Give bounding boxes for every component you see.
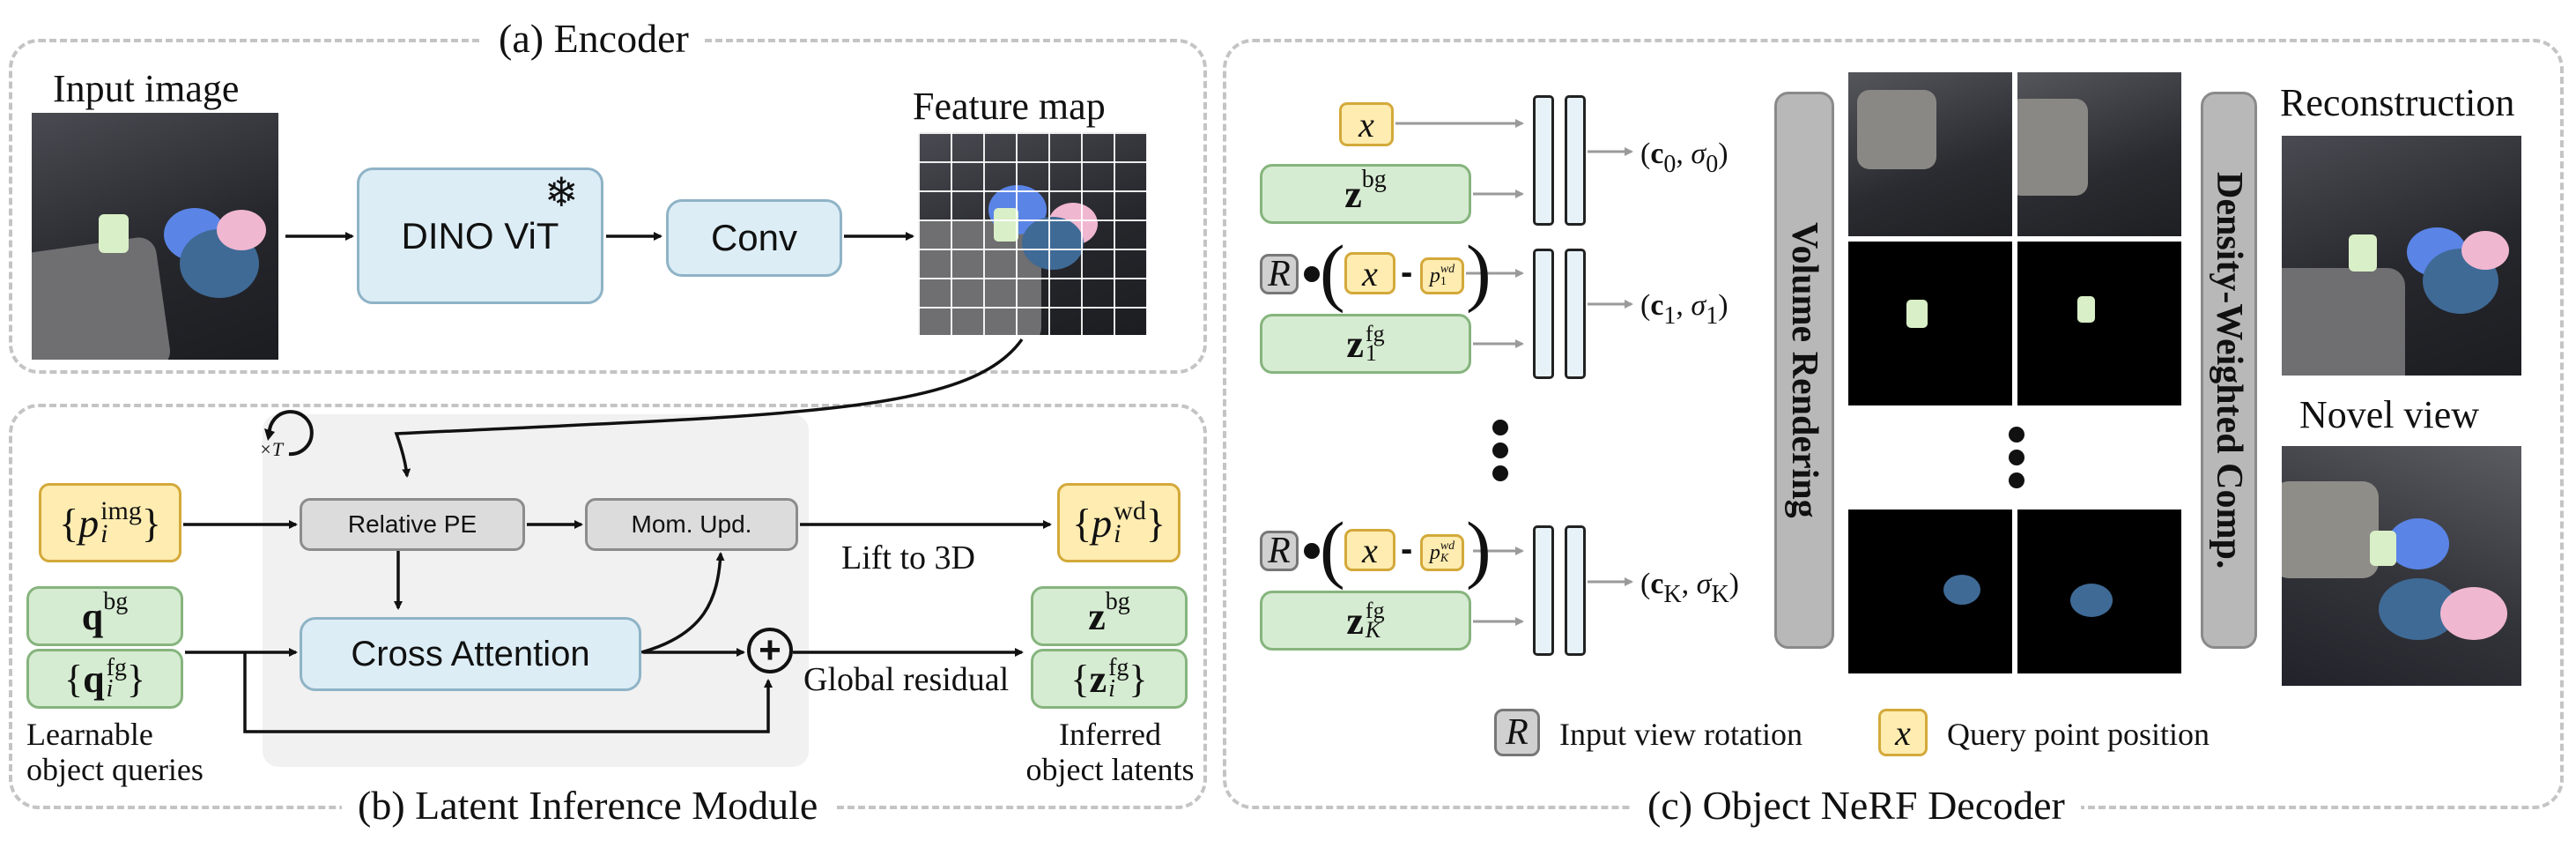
mlp-layer-row0-b xyxy=(1565,95,1586,226)
query-point-x-row0: x xyxy=(1339,102,1394,146)
relative-pe-label: Relative PE xyxy=(347,510,477,538)
volume-rendering-label: Volume Rendering xyxy=(1784,222,1825,518)
render-objK-view1 xyxy=(1848,510,2012,673)
mlp-layer-row1-b xyxy=(1565,249,1586,379)
density-comp-label: Density-Weighted Comp. xyxy=(2209,171,2249,569)
rotation-r-row1: R xyxy=(1260,254,1299,294)
render-bg-view1 xyxy=(1848,72,2012,236)
cross-attention-block: Cross Attention xyxy=(300,617,641,691)
lift-to-3d-label: Lift to 3D xyxy=(841,539,975,576)
render-bg-view2 xyxy=(2017,72,2181,236)
momentum-update-block: Mom. Upd. xyxy=(585,498,798,551)
grid-ellipsis-dot-2 xyxy=(2009,450,2025,465)
volume-rendering-bar xyxy=(1774,92,1834,649)
legend-r-symbol: R xyxy=(1494,709,1540,756)
close-paren-rowK: ) xyxy=(1466,506,1492,591)
dino-vit-label: DINO ViT xyxy=(401,214,559,257)
reconstruction-label: Reconstruction xyxy=(2280,81,2515,124)
legend-x-text: Query point position xyxy=(1947,717,2210,752)
query-point-x-rowK: x xyxy=(1344,529,1395,571)
legend-x-symbol: x xyxy=(1878,709,1928,756)
legend-r-text: Input view rotation xyxy=(1559,717,1802,752)
decoder-panel-title: (c) Object NeRF Decoder xyxy=(1632,783,2081,829)
learnable-queries-caption-1: Learnable xyxy=(26,717,153,752)
inferred-latents-caption-2: object latents xyxy=(1025,752,1195,787)
ellipsis-dot-2 xyxy=(1492,443,1508,458)
minus-sign-rowK: - xyxy=(1401,530,1413,569)
minus-sign-row1: - xyxy=(1401,253,1413,292)
ellipsis-dot-3 xyxy=(1492,465,1508,481)
output-c1-sigma1: (c1, σ1) xyxy=(1640,289,1728,330)
mlp-layer-row1-a xyxy=(1533,249,1554,379)
feature-map-image xyxy=(918,132,1147,335)
mlp-layer-rowK-a xyxy=(1533,525,1554,656)
multiply-dot-row1 xyxy=(1304,266,1320,282)
open-paren-rowK: ( xyxy=(1320,506,1345,591)
encoder-panel-title: (a) Encoder xyxy=(483,16,705,62)
output-cK-sigmaK: (cK, σK) xyxy=(1640,568,1739,608)
mlp-layer-row0-a xyxy=(1533,95,1554,226)
ellipsis-dot-1 xyxy=(1492,420,1508,435)
cross-attention-label: Cross Attention xyxy=(351,634,590,673)
multiply-dot-rowK xyxy=(1304,543,1320,559)
close-paren-row1: ) xyxy=(1466,229,1492,314)
density-comp-bar xyxy=(2201,92,2257,649)
grid-ellipsis-dot-3 xyxy=(2009,472,2025,488)
latent-panel-title: (b) Latent Inference Module xyxy=(342,783,834,829)
snowflake-icon: ❄ xyxy=(544,170,579,215)
novel-view-label: Novel view xyxy=(2299,393,2480,436)
rotation-r-rowK: R xyxy=(1260,531,1299,571)
momentum-update-label: Mom. Upd. xyxy=(631,510,752,538)
novel-view-image xyxy=(2282,446,2521,686)
feature-map-label: Feature map xyxy=(913,85,1106,128)
mlp-layer-rowK-b xyxy=(1565,525,1586,656)
iteration-count: ×T xyxy=(259,438,284,460)
latent-iteration-area xyxy=(263,414,809,767)
conv-block: Conv xyxy=(666,199,842,277)
conv-label: Conv xyxy=(710,217,798,258)
global-residual-plus: + xyxy=(747,628,793,673)
dino-vit-block: DINO ViT xyxy=(357,167,603,304)
query-point-x-row1: x xyxy=(1344,252,1395,294)
input-image-label: Input image xyxy=(53,67,240,110)
output-c0-sigma0: (c0, σ0) xyxy=(1640,138,1728,178)
render-obj1-view1 xyxy=(1848,242,2012,405)
inferred-latents-caption-1: Inferred xyxy=(1059,717,1161,752)
render-objK-view2 xyxy=(2017,510,2181,673)
learnable-queries-caption-2: object queries xyxy=(26,752,204,787)
open-paren-row1: ( xyxy=(1320,229,1345,314)
relative-pe-block: Relative PE xyxy=(300,498,525,551)
grid-ellipsis-dot-1 xyxy=(2009,427,2025,443)
input-image xyxy=(32,113,278,360)
render-obj1-view2 xyxy=(2017,242,2181,405)
reconstruction-image xyxy=(2282,136,2521,376)
global-residual-label: Global residual xyxy=(803,661,1010,698)
